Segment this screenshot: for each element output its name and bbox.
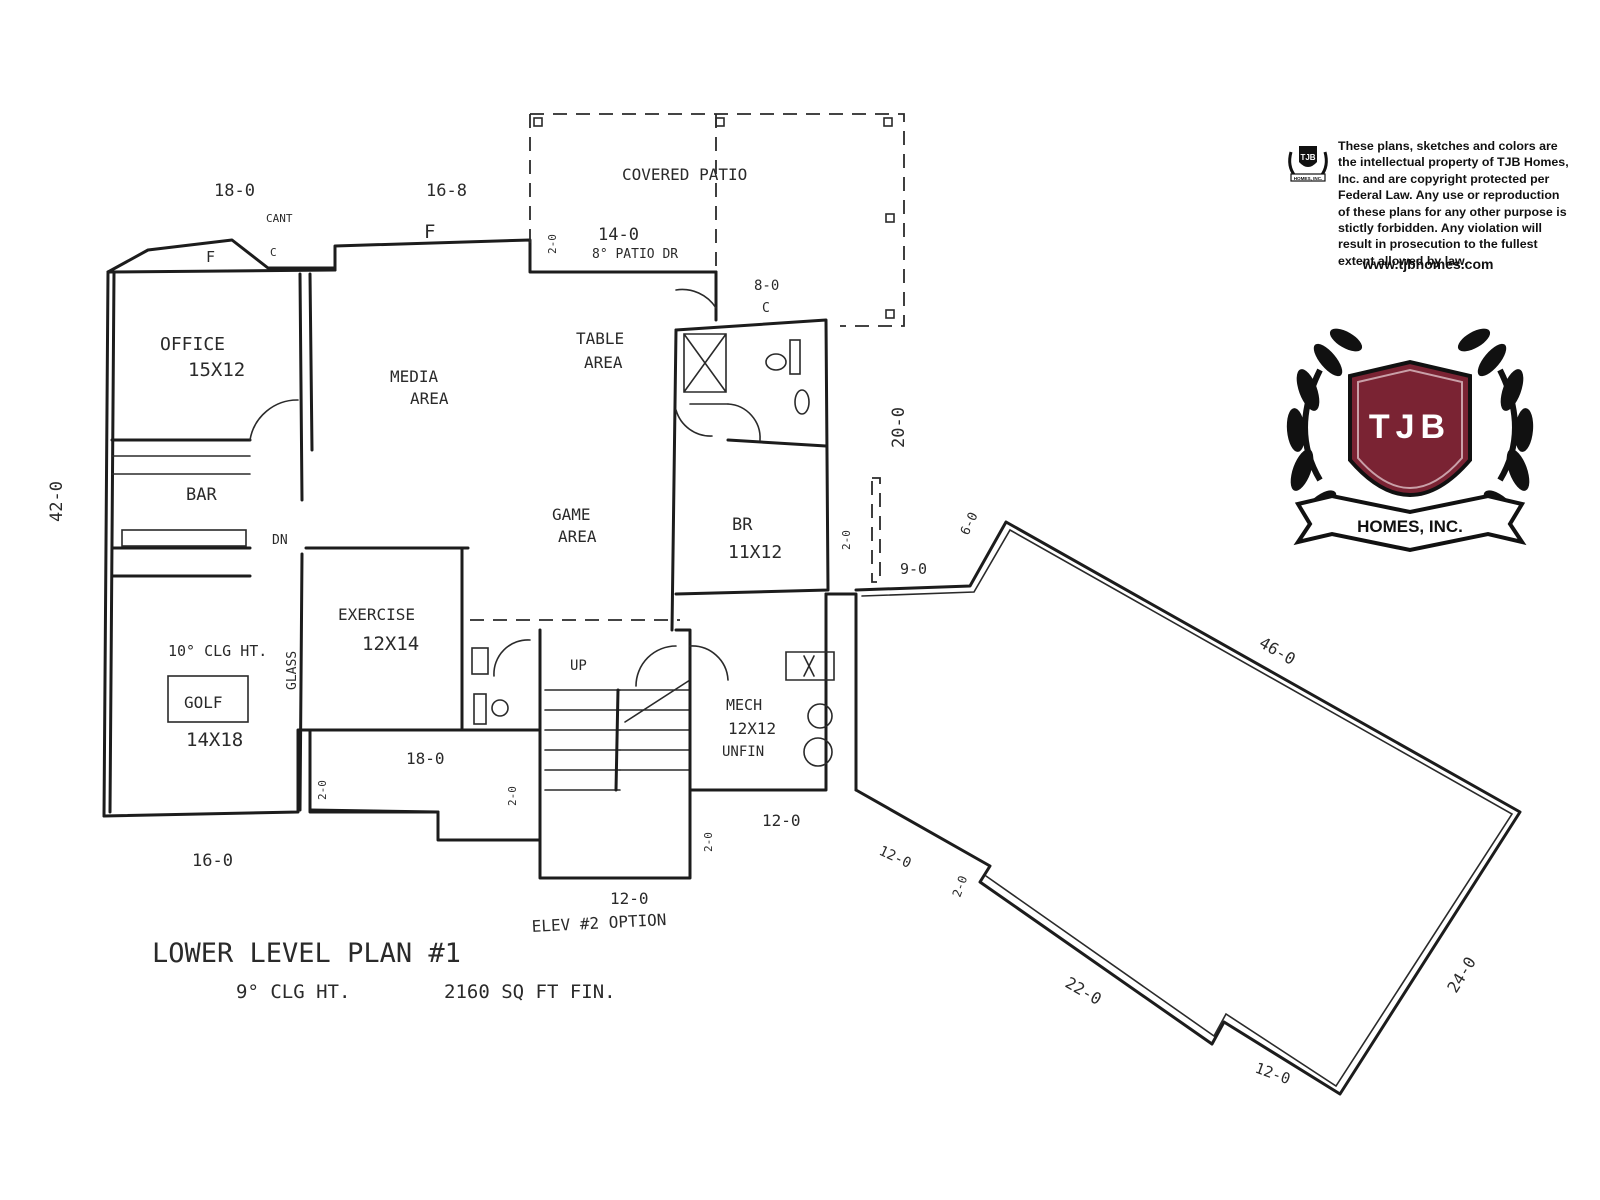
dim-top-mid: 16-8 <box>426 181 467 201</box>
glass-label: GLASS <box>285 651 300 690</box>
golf-label: GOLF <box>184 693 223 712</box>
exercise-size: 12X14 <box>362 633 419 655</box>
golf-ceiling: 10° CLG HT. <box>168 642 267 660</box>
media-label-1: MEDIA <box>390 367 439 386</box>
tjb-homes-logo: TJB HOMES, INC. <box>1286 328 1534 553</box>
stairs-up-label: UP <box>570 658 587 674</box>
dim-small-2-0-d: 2-0 <box>506 786 519 806</box>
marker-f2: F <box>424 221 435 243</box>
patio-door-label: 8° PATIO DR <box>592 247 678 262</box>
plan-title: LOWER LEVEL PLAN #1 9° CLG HT. 2160 SQ F… <box>152 938 616 1003</box>
door-swings <box>249 288 761 687</box>
dim-garage-left: 12-0 <box>876 843 913 872</box>
fixtures <box>121 339 810 725</box>
dim-right-height: 20-0 <box>889 407 909 448</box>
office-size: 15X12 <box>188 359 245 381</box>
plan-square-feet: 2160 SQ FT FIN. <box>444 981 616 1003</box>
mini-crest-banner: HOMES, INC. <box>1294 176 1323 181</box>
elevation-note: ELEV #2 OPTION <box>531 910 667 936</box>
mini-crest-logo: TJB HOMES, INC. <box>1288 146 1328 182</box>
dim-garage-step-b: 6-0 <box>958 510 982 538</box>
mech-note: UNFIN <box>722 744 764 760</box>
website-link[interactable]: www.tjbhomes.com <box>1362 256 1494 272</box>
garage-outline <box>854 520 1522 1096</box>
br-size: 11X12 <box>728 542 782 563</box>
marker-f1: F <box>206 248 215 266</box>
dim-garage-step-a: 9-0 <box>900 560 927 578</box>
dim-garage-bottom-b: 12-0 <box>1253 1059 1293 1088</box>
dim-top-left: 18-0 <box>214 181 255 201</box>
table-label-1: TABLE <box>576 329 624 348</box>
copyright-notice: These plans, sketches and colors are the… <box>1283 138 1573 269</box>
copyright-notice-text: These plans, sketches and colors are the… <box>1338 139 1569 268</box>
dim-small-2-0-e: 2-0 <box>702 832 715 852</box>
dim-left-height: 42-0 <box>47 481 67 522</box>
covered-patio-outline <box>470 113 905 621</box>
dim-small-2-0-c: 2-0 <box>316 780 329 800</box>
dim-garage-jog: 2-0 <box>950 874 971 899</box>
cant-label: CANT <box>266 212 293 225</box>
shield <box>1348 359 1472 497</box>
plan-title-text: LOWER LEVEL PLAN #1 <box>152 938 461 969</box>
game-label-1: GAME <box>552 505 591 524</box>
exercise-label: EXERCISE <box>338 605 415 624</box>
dim-bottom-right: 12-0 <box>762 811 801 830</box>
dim-bottom-mid: 12-0 <box>610 889 649 908</box>
mini-crest-letters: TJB <box>1300 153 1315 162</box>
room-labels: OFFICE 15X12 MEDIA AREA TABLE AREA GAME … <box>160 165 782 936</box>
mech-size: 12X12 <box>728 719 776 738</box>
bar-label: BAR <box>186 485 217 505</box>
mech-label: MECH <box>726 696 762 714</box>
dim-right-a: 8-0 <box>754 278 779 294</box>
shield-letters: TJB <box>1369 408 1451 446</box>
dim-small-2-0-b: 2-0 <box>840 530 853 550</box>
marker-c2: C <box>762 301 770 316</box>
banner-text: HOMES, INC. <box>1357 517 1463 536</box>
dim-garage-bottom-a: 22-0 <box>1062 973 1105 1009</box>
dim-patio-width: 14-0 <box>598 225 639 245</box>
table-label-2: AREA <box>584 353 623 372</box>
marker-c1: C <box>270 246 277 259</box>
plan-ceiling-height: 9° CLG HT. <box>236 981 350 1003</box>
dim-small-2-0-a: 2-0 <box>546 234 559 254</box>
office-label: OFFICE <box>160 334 225 355</box>
golf-size: 14X18 <box>186 729 243 751</box>
dim-garage-short: 24-0 <box>1443 953 1480 996</box>
stairs-down-label: DN <box>272 533 288 548</box>
laurel-left <box>1286 328 1363 520</box>
dim-garage-long: 46-0 <box>1256 633 1299 669</box>
game-label-2: AREA <box>558 527 597 546</box>
dim-bottom-left: 16-0 <box>192 851 233 871</box>
banner <box>1293 493 1527 553</box>
media-label-2: AREA <box>410 389 449 408</box>
house-walls <box>102 238 858 880</box>
patio-label: COVERED PATIO <box>622 165 747 184</box>
dim-stair-width: 18-0 <box>406 749 445 768</box>
br-label: BR <box>732 515 753 535</box>
